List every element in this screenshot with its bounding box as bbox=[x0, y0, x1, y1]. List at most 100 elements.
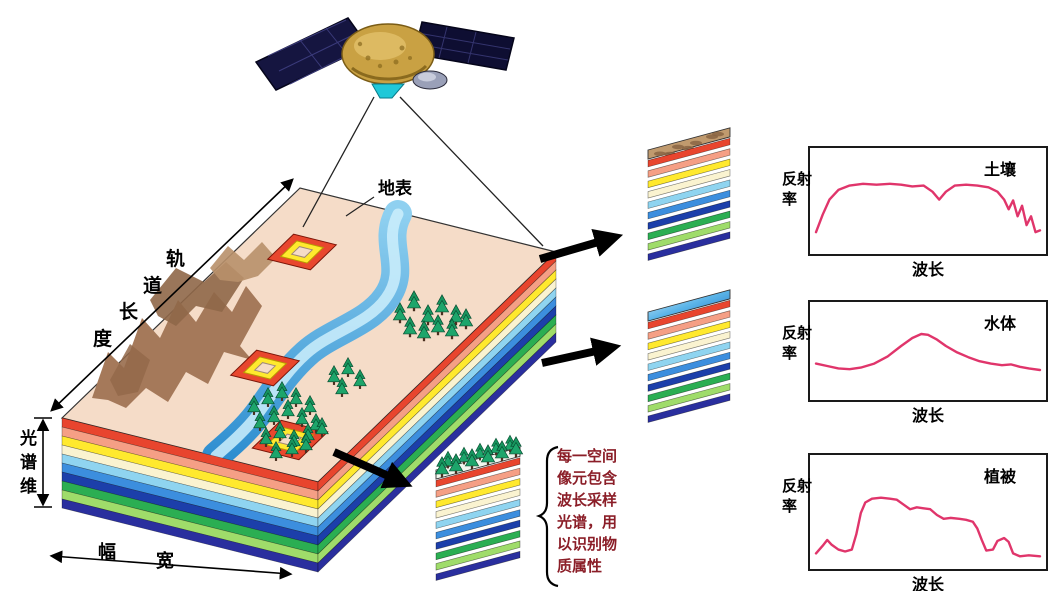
tree-icon bbox=[402, 316, 418, 338]
spectral-layer-stripe bbox=[317, 332, 557, 573]
surface-label-pointer bbox=[345, 196, 375, 217]
annotation-line: 以识别物 bbox=[557, 535, 618, 553]
stack-spectral-card bbox=[647, 169, 731, 199]
chart-vegetation-xlabel: 波长 bbox=[911, 575, 945, 591]
datacube-right-face-layers bbox=[317, 251, 557, 573]
arrow-to-vegetation-stack bbox=[332, 448, 413, 489]
swath-char: 宽 bbox=[156, 551, 174, 572]
stack-spectral-card bbox=[647, 320, 731, 351]
orbit-length-dimension-arrow bbox=[50, 178, 294, 412]
spectral-dimension-ticks bbox=[34, 417, 52, 508]
orbit-char: 道 bbox=[143, 275, 163, 297]
tree-icon bbox=[285, 436, 299, 457]
dimension-arrows bbox=[34, 178, 294, 580]
tree-icon bbox=[259, 426, 273, 447]
tree-icon bbox=[309, 412, 323, 433]
tree-icon bbox=[295, 406, 309, 427]
tree-icon bbox=[434, 456, 450, 478]
satellite-body-texture bbox=[357, 41, 412, 69]
stack-spectral-card bbox=[647, 362, 731, 392]
orbit-char: 长 bbox=[119, 301, 139, 323]
stack-spectral-card bbox=[647, 148, 731, 178]
stack-spectral-card bbox=[647, 341, 731, 371]
stack-spectral-card bbox=[647, 310, 731, 340]
tree-icon bbox=[327, 364, 341, 385]
satellite-dish-inner bbox=[418, 72, 436, 82]
spectral-curve bbox=[816, 334, 1040, 370]
chart-soil-curve bbox=[816, 160, 1040, 248]
stack-spectral-card bbox=[647, 221, 731, 251]
annotation-line: 波长采样 bbox=[557, 491, 618, 509]
stack-spectral-card bbox=[647, 351, 731, 382]
arrow-to-soil-stack bbox=[538, 229, 624, 263]
satellite-illustration bbox=[254, 17, 515, 99]
tree-icon bbox=[273, 420, 287, 441]
tree-icon bbox=[420, 304, 436, 326]
river bbox=[202, 200, 412, 470]
satellite-body-band bbox=[351, 64, 428, 81]
spectral-char: 光 bbox=[20, 429, 37, 449]
stack-spectral-card bbox=[435, 498, 521, 529]
tree-icon bbox=[269, 440, 283, 461]
tree-icon bbox=[303, 394, 317, 415]
tree-icon bbox=[416, 320, 432, 342]
annotation-brace bbox=[535, 445, 559, 588]
stack-feature-tile bbox=[647, 289, 731, 322]
chart-soil-title: 土壤 bbox=[983, 160, 1016, 179]
datacube bbox=[60, 187, 558, 573]
stack-spectral-card bbox=[647, 200, 731, 230]
stack-spectral-card bbox=[435, 457, 521, 488]
stack-spectral-card bbox=[647, 189, 731, 220]
tree-icon bbox=[448, 304, 464, 326]
stack-spectral-card bbox=[435, 478, 521, 509]
tree-icon bbox=[448, 453, 464, 475]
annotation-line: 每一空间 bbox=[557, 447, 618, 465]
soil-pixel-stack bbox=[647, 127, 731, 261]
chart-soil-ylabel: 反射率 bbox=[782, 170, 813, 208]
stack-spectral-card bbox=[435, 467, 521, 498]
chart-water: 反射率 水体 波长 bbox=[782, 300, 1048, 425]
sensor-fov-lines bbox=[302, 96, 544, 247]
extraction-arrows bbox=[332, 229, 624, 489]
tree-icon bbox=[430, 314, 446, 336]
tree-icon bbox=[444, 318, 460, 340]
chart-water-title: 水体 bbox=[983, 314, 1016, 333]
stack-spectral-card bbox=[647, 393, 731, 423]
stack-spectral-card bbox=[647, 210, 731, 241]
tree-icon bbox=[299, 432, 313, 453]
tree-icon bbox=[315, 416, 329, 437]
tree-icon bbox=[473, 442, 487, 461]
tree-icon bbox=[494, 440, 510, 462]
annotation-text: 每一空间像元包含波长采样光谱，用以识别物质属性 bbox=[557, 445, 635, 577]
tree-icon bbox=[341, 356, 355, 377]
tree-icon bbox=[406, 290, 422, 312]
solar-panel-right-grid bbox=[415, 26, 511, 64]
stack-spectral-card bbox=[647, 137, 731, 168]
annotation-line: 质属性 bbox=[557, 557, 603, 575]
tree-icon bbox=[253, 410, 267, 431]
chart-vegetation: 反射率 植被 波长 bbox=[782, 453, 1048, 591]
annotation-line: 光谱，用 bbox=[557, 513, 618, 531]
stack-spectral-card bbox=[435, 488, 521, 519]
tree-icon bbox=[480, 444, 496, 466]
stack-spectral-card bbox=[435, 519, 521, 550]
pixel-spectral-stacks bbox=[434, 127, 731, 581]
stack-spectral-card bbox=[435, 530, 521, 561]
stack-spectral-card bbox=[647, 331, 731, 361]
chart-soil-xlabel: 波长 bbox=[911, 260, 945, 279]
chart-water-xlabel: 波长 bbox=[911, 406, 945, 425]
swath-width-dimension-arrow bbox=[49, 550, 293, 580]
spectral-curve bbox=[816, 498, 1040, 557]
stack-spectral-card bbox=[435, 540, 521, 571]
satellite-sensor bbox=[371, 83, 406, 99]
chart-vegetation-curve bbox=[816, 467, 1040, 563]
tree-icon bbox=[503, 434, 517, 453]
stack-spectral-card bbox=[647, 231, 731, 261]
stack-spectral-card bbox=[647, 383, 731, 413]
tree-icon bbox=[464, 448, 480, 470]
chart-vegetation-ylabel: 反射率 bbox=[782, 477, 813, 515]
satellite-body-highlight bbox=[354, 32, 406, 60]
tree-icon bbox=[392, 302, 408, 324]
stack-spectral-card bbox=[647, 299, 731, 330]
